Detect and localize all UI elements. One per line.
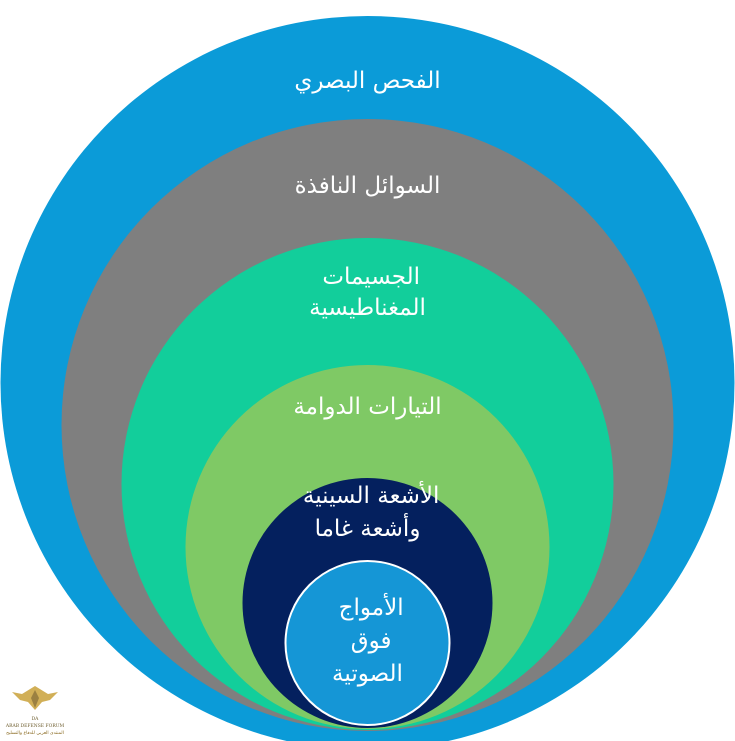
ring-ultrasonic (284, 560, 451, 726)
watermark-monogram: DA (32, 716, 40, 722)
label-xray-gamma: الأشعة السينية وأشعة غاما (296, 481, 440, 542)
label-penetrant-liquids: السوائل النافذة (295, 173, 441, 199)
label-visual-inspection: الفحص البصري (294, 68, 440, 94)
label-magnetic-particles: الجسيمات المغناطيسية (309, 264, 426, 321)
label-eddy-currents: التيارات الدوامة (293, 394, 441, 420)
eagle-logo-icon (12, 686, 58, 710)
watermark-name: ARAB DEFENSE FORUM (5, 723, 65, 729)
watermark-tagline: المنتدى العربي للدفاع والتسليح (6, 731, 64, 736)
arab-defense-forum-watermark: DA ARAB DEFENSE FORUM المنتدى العربي للد… (5, 686, 65, 736)
label-ultrasonic: الأمواج فوق الصوتية (331, 593, 403, 687)
